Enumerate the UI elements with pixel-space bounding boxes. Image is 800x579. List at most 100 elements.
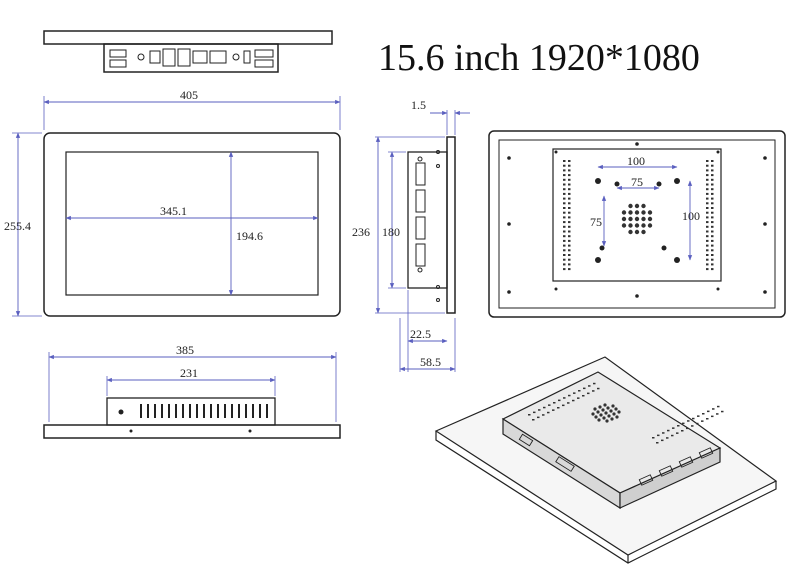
vent-dot — [568, 216, 571, 219]
vent-dot — [711, 225, 714, 228]
iso-vent-dot — [716, 413, 719, 415]
iso-grille-hole — [617, 410, 621, 414]
grille-hole — [621, 216, 627, 222]
bottom-view: 385 231 — [43, 343, 341, 439]
iso-vent-dot — [686, 427, 689, 430]
iso-vent-dot — [543, 406, 546, 409]
vent-dot — [563, 239, 566, 242]
front-width-label: 405 — [180, 88, 198, 102]
vent-dot — [568, 258, 571, 261]
iso-vent-dot — [592, 390, 595, 392]
vent-dot — [711, 239, 714, 242]
front-height-label: 255.4 — [4, 219, 31, 233]
iso-grille-hole — [601, 408, 605, 412]
vent-dot — [711, 174, 714, 177]
vent-dot — [568, 207, 571, 209]
iso-vent-dot — [682, 422, 685, 425]
vent-dot — [711, 249, 714, 252]
vent-dot — [568, 254, 571, 256]
iso-grille-hole — [612, 412, 616, 416]
slot — [182, 404, 184, 418]
vent-dot — [711, 197, 714, 200]
slot — [196, 404, 198, 418]
iso-vent-dot — [573, 392, 576, 394]
grille-hole — [628, 223, 633, 228]
grille-hole — [634, 223, 640, 228]
vent-dot — [706, 225, 709, 228]
vent-dot — [706, 188, 709, 191]
vent-dot — [706, 174, 709, 177]
vent-dot — [711, 192, 714, 195]
slot — [147, 404, 149, 418]
grille-hole — [647, 223, 653, 228]
screen-width-label: 345.1 — [160, 204, 187, 218]
iso-vent-dot — [707, 410, 710, 413]
iso-vent-dot — [562, 404, 565, 407]
vent-dot — [563, 197, 566, 200]
vent-dot — [706, 197, 709, 200]
iso-vent-dot — [687, 420, 690, 422]
iso-vent-dot — [593, 382, 596, 385]
slot — [259, 404, 261, 418]
vent-dot — [568, 244, 571, 247]
grille-hole — [647, 216, 653, 222]
vent-dot — [568, 211, 571, 214]
iso-grille-hole — [597, 418, 601, 422]
iso-grille-hole — [609, 409, 613, 413]
vent-dot — [711, 188, 714, 191]
iso-grille-hole — [605, 419, 609, 423]
vent-dot — [568, 221, 571, 224]
vent-dot — [568, 268, 571, 271]
vent-dot — [711, 254, 714, 256]
vent-dot — [711, 211, 714, 214]
vent-dot — [706, 235, 709, 238]
vent-dot — [568, 263, 571, 266]
vent-dot — [563, 263, 566, 266]
vent-dot — [563, 225, 566, 228]
iso-vent-dot — [552, 409, 555, 411]
vent-slots-bottom — [140, 404, 268, 418]
vent-dot — [706, 268, 709, 271]
screen-height-label: 194.6 — [236, 229, 263, 243]
iso-vent-dot — [701, 420, 704, 422]
vent-dot — [568, 192, 571, 195]
iso-vent-dot — [672, 427, 675, 429]
vent-dot — [563, 160, 566, 162]
slot — [175, 404, 177, 418]
iso-vent-dot — [577, 397, 580, 399]
vent-dot — [711, 221, 714, 224]
grille-hole — [621, 223, 627, 228]
grille-hole — [628, 210, 633, 215]
vent-dot — [568, 239, 571, 242]
vent-dot — [568, 249, 571, 252]
vent-dot — [563, 169, 566, 172]
iso-grille-hole — [614, 407, 618, 411]
grille-hole — [641, 229, 646, 235]
slot — [210, 404, 212, 418]
product-title: 15.6 inch 1920*1080 — [378, 37, 700, 79]
panel-outline — [43, 132, 341, 317]
vent-dot — [711, 169, 714, 172]
grille-hole — [621, 210, 627, 215]
iso-vent-dot — [661, 439, 664, 442]
iso-vent-dot — [652, 437, 655, 439]
iso-grille-hole — [610, 417, 614, 421]
slot — [217, 404, 219, 418]
vent-dot — [563, 164, 566, 167]
vent-dot — [711, 230, 714, 233]
iso-vent-dot — [666, 437, 669, 439]
vesa-inner-vertical-label: 75 — [590, 215, 602, 229]
vent-dot — [563, 192, 566, 195]
vesa-outer-vertical-label: 100 — [682, 209, 700, 223]
box-width-label: 231 — [180, 366, 198, 380]
iso-vent-dot — [578, 390, 581, 392]
vent-dot — [563, 188, 566, 191]
vent-dot — [711, 164, 714, 167]
iso-vent-dot — [671, 434, 674, 437]
iso-grille-hole — [593, 407, 597, 411]
slot — [266, 404, 268, 418]
iso-vent-dot — [697, 415, 700, 417]
iso-vent-dot — [568, 394, 571, 397]
iso-vent-dot — [557, 407, 560, 409]
